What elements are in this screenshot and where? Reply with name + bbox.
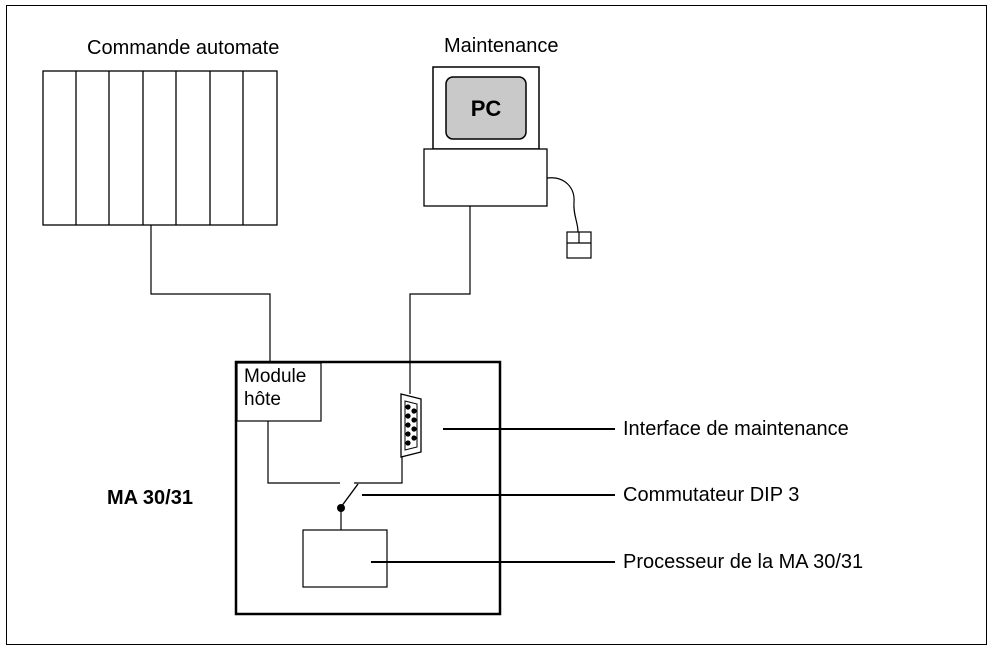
monitor-screen: [445, 76, 527, 140]
device-enclosure: [234, 360, 502, 616]
pc-screen-label: PC: [470, 96, 502, 121]
processor-box: [302, 529, 388, 588]
maintenance-label: Maintenance: [444, 35, 559, 57]
pc-cable: [409, 206, 471, 394]
mouse-cable: [546, 177, 579, 233]
pc-monitor: [432, 66, 540, 150]
plc-cable: [150, 225, 271, 362]
callout-interface-label: Interface de maintenance: [623, 418, 849, 440]
connector-to-switch-wire: [354, 457, 403, 484]
host-module-label-line2: hôte: [244, 389, 281, 410]
callout-dip-label: Commutateur DIP 3: [623, 484, 800, 506]
host-module-box: [236, 362, 322, 422]
dip-switch-icon: [337, 483, 359, 530]
pc-base-unit: [423, 148, 548, 207]
db9-connector-icon: [400, 393, 422, 458]
host-module-label-line1: Module: [244, 366, 307, 387]
mouse-icon: [566, 231, 592, 259]
host-to-switch-wire: [267, 421, 340, 484]
plc-rack: [42, 70, 278, 226]
callout-processor-label: Processeur de la MA 30/31: [623, 551, 864, 573]
device-label: MA 30/31: [107, 487, 193, 509]
plc-rack-outline: [42, 70, 278, 226]
plc-label: Commande automate: [87, 37, 280, 59]
